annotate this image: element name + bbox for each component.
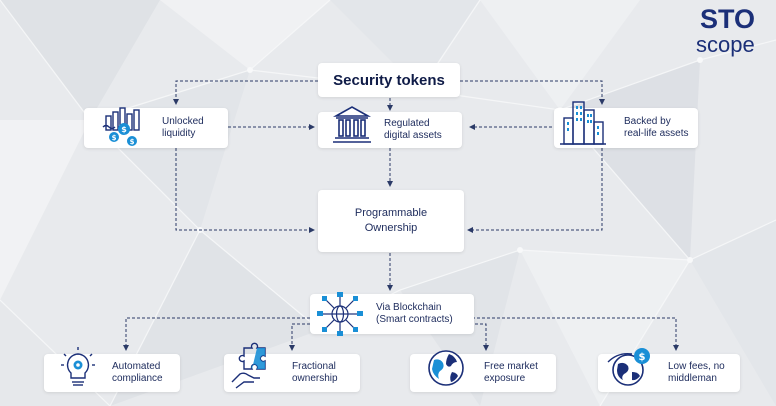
stoscope-logo[interactable]: STO scope	[694, 4, 770, 62]
programmable-ownership-label: Programmable Ownership	[318, 206, 464, 236]
fractional-line2: ownership	[292, 373, 338, 384]
logo-text-scope: scope	[696, 32, 755, 57]
programmable-line1: Programmable	[354, 207, 428, 219]
network-globe-icon	[317, 292, 363, 336]
regulated-assets-line1: Regulated	[384, 118, 430, 129]
blockchain-label: Via Blockchain (Smart contracts)	[376, 302, 453, 326]
free-market-label: Free market exposure	[484, 361, 538, 385]
backed-assets-label: Backed by real-life assets	[624, 116, 688, 140]
city-buildings-icon	[560, 101, 606, 145]
free-market-line1: Free market	[484, 361, 538, 372]
automated-compliance-label: Automated compliance	[112, 361, 163, 385]
regulated-assets-line2: digital assets	[384, 130, 442, 141]
automated-line1: Automated	[112, 361, 161, 372]
globe-dollar-icon: $	[607, 348, 650, 386]
low-fees-line1: Low fees, no	[668, 361, 725, 372]
security-tokens-node: Security tokens	[318, 63, 460, 97]
low-fees-node: $ Low fees, no middleman	[598, 348, 740, 392]
logo-text-sto: STO	[700, 4, 756, 34]
programmable-line2: Ownership	[364, 222, 418, 234]
programmable-ownership-node: Programmable Ownership	[318, 190, 464, 252]
unlocked-liquidity-label: Unlocked liquidity	[162, 116, 204, 140]
globe-icon	[428, 350, 464, 386]
low-fees-line2: middleman	[668, 373, 717, 384]
automated-line2: compliance	[112, 373, 163, 384]
low-fees-label: Low fees, no middleman	[668, 361, 725, 385]
fractional-ownership-label: Fractional ownership	[292, 361, 338, 385]
automated-compliance-node: Automated compliance	[44, 347, 180, 392]
blockchain-line1: Via Blockchain	[376, 302, 442, 313]
security-tokens-label: Security tokens	[333, 71, 445, 89]
regulated-digital-assets-node: Regulated digital assets	[318, 106, 462, 148]
backed-real-assets-node: Backed by real-life assets	[554, 101, 698, 148]
unlocked-liquidity-line2: liquidity	[162, 128, 196, 139]
bar-chart-coins-icon: $ $ $	[102, 107, 140, 146]
lightbulb-gear-icon	[61, 347, 95, 386]
unlocked-liquidity-node: $ $ $ Unlocked liquidity	[84, 107, 228, 148]
blockchain-line2: (Smart contracts)	[376, 314, 453, 325]
fractional-line1: Fractional	[292, 361, 336, 372]
free-market-line2: exposure	[484, 373, 526, 384]
puzzle-hand-icon	[231, 342, 266, 389]
svg-text:$: $	[112, 134, 117, 142]
bank-building-icon	[332, 106, 372, 143]
svg-text:$: $	[639, 352, 646, 363]
free-market-exposure-node: Free market exposure	[410, 350, 556, 392]
svg-text:$: $	[121, 125, 127, 134]
blockchain-node: Via Blockchain (Smart contracts)	[310, 292, 474, 336]
fractional-ownership-node: Fractional ownership	[224, 342, 360, 392]
unlocked-liquidity-line1: Unlocked	[162, 116, 204, 127]
backed-assets-line1: Backed by	[624, 116, 671, 127]
svg-text:$: $	[130, 138, 135, 146]
regulated-assets-label: Regulated digital assets	[384, 118, 442, 142]
backed-assets-line2: real-life assets	[624, 128, 689, 139]
